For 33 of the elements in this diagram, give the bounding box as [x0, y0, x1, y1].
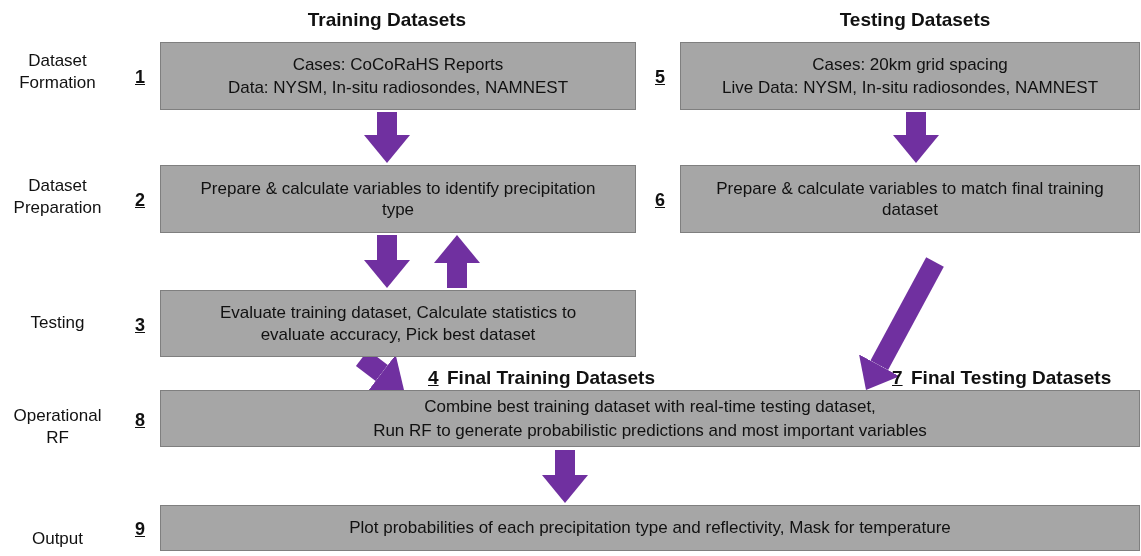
step-number: 5	[655, 66, 665, 89]
box-text: Plot probabilities of each precipitation type and reflectivity, Mask for temperature	[349, 517, 951, 539]
box-text: Live Data: NYSM, In-situ radiosondes, NAMNEST	[722, 77, 1098, 99]
step-number: 4	[428, 366, 440, 390]
stage-label: Final Testing Datasets	[911, 366, 1113, 390]
box-text: Prepare & calculate variables to match final training dataset	[715, 177, 1105, 221]
column-heading: Training Datasets	[306, 8, 468, 32]
block-arrow	[364, 112, 410, 163]
stage-label: Final Training Datasets	[447, 366, 656, 390]
box-text: Prepare & calculate variables to identify precipitation type	[199, 177, 597, 221]
box-text: Data: NYSM, In-situ radiosondes, NAMNEST	[227, 77, 569, 99]
step-number: 9	[135, 518, 145, 541]
block-arrow	[542, 450, 588, 503]
row-label: Dataset Formation	[18, 50, 97, 95]
box-text: Combine best training dataset with real-time testing dataset,	[424, 396, 876, 418]
step-number: 1	[135, 66, 145, 89]
row-label: Operational RF	[12, 405, 103, 450]
box-text: Cases: CoCoRaHS Reports	[292, 53, 504, 75]
box-text: Cases: 20km grid spacing	[812, 53, 1008, 75]
block-arrow	[893, 112, 939, 163]
step-number: 2	[135, 189, 145, 212]
step-number: 8	[135, 408, 145, 431]
row-label: Output	[30, 528, 84, 550]
box-text: Evaluate training dataset, Calculate statistics to evaluate accuracy, Pick best dataset	[218, 302, 578, 345]
row-label: Testing	[29, 312, 86, 334]
box-text: Run RF to generate probabilistic predictions and most important variables	[373, 419, 927, 441]
block-arrow	[434, 235, 480, 288]
column-heading: Testing Datasets	[838, 8, 992, 32]
row-label: Dataset Preparation	[12, 175, 103, 220]
block-arrow	[364, 235, 410, 288]
block-arrow	[859, 257, 944, 390]
step-number: 3	[135, 313, 145, 336]
step-number: 6	[655, 189, 665, 212]
